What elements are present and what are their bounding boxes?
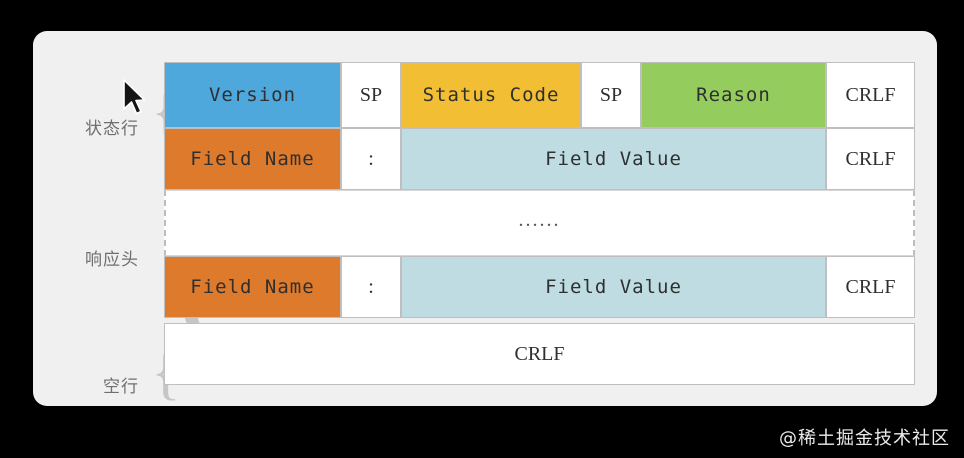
cell-field-value-2: Field Value [401, 256, 826, 318]
cell-sp-1: SP [341, 62, 401, 128]
cell-field-name-1: Field Name [164, 128, 341, 190]
cell-status-code: Status Code [401, 62, 581, 128]
http-response-structure-diagram: Version SP Status Code SP Reason CRLF Fi… [164, 62, 915, 385]
mouse-cursor-icon [123, 79, 146, 115]
diagram-row-ellipsis: ...... [164, 190, 915, 256]
label-status-line: 状态行 [85, 119, 139, 139]
cell-crlf-header-2: CRLF [826, 256, 915, 318]
watermark: @稀土掘金技术社区 [779, 428, 950, 449]
cell-field-value-1: Field Value [401, 128, 826, 190]
diagram-row-header-field-2: Field Name : Field Value CRLF [164, 256, 915, 318]
cell-colon-1: : [341, 128, 401, 190]
cell-colon-2: : [341, 256, 401, 318]
diagram-row-status-line: Version SP Status Code SP Reason CRLF [164, 62, 915, 128]
cell-crlf-blank: CRLF [164, 323, 915, 385]
cell-version: Version [164, 62, 341, 128]
cell-field-name-2: Field Name [164, 256, 341, 318]
diagram-row-header-field-1: Field Name : Field Value CRLF [164, 128, 915, 190]
cell-sp-2: SP [581, 62, 641, 128]
cell-reason: Reason [641, 62, 826, 128]
diagram-card: 状态行 响应头 空行 { { { Version SP Status Code … [33, 31, 937, 406]
label-blank-line: 空行 [103, 377, 139, 397]
cell-crlf-header-1: CRLF [826, 128, 915, 190]
cell-ellipsis: ...... [164, 190, 915, 256]
diagram-row-blank-line: CRLF [164, 323, 915, 385]
cell-crlf-status: CRLF [826, 62, 915, 128]
label-response-headers: 响应头 [85, 250, 139, 270]
